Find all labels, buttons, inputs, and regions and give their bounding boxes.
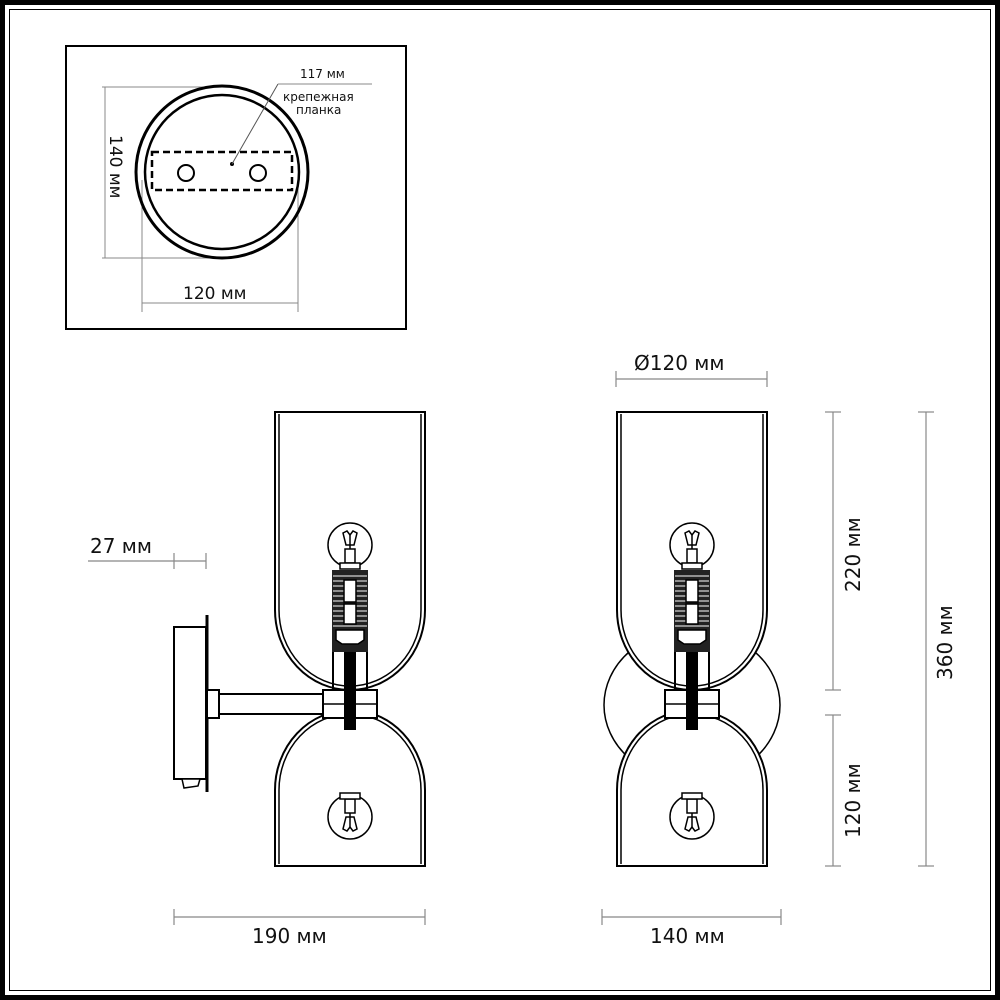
- front-width-label: 140 мм: [650, 924, 725, 948]
- bracket-caption-line2: планка: [296, 103, 341, 117]
- plate-width-label: 120 мм: [183, 284, 247, 304]
- inner-frame: [9, 9, 991, 991]
- front-view: Ø120 мм 140 мм 220 мм 120 мм: [601, 351, 957, 948]
- plate-height-label: 140 мм: [105, 135, 125, 199]
- upper-height-label: 220 мм: [841, 517, 865, 592]
- diameter-label: Ø120 мм: [634, 351, 724, 375]
- depth-label: 27 мм: [90, 534, 152, 558]
- bracket-caption-line1: крепежная: [283, 90, 354, 104]
- side-width-label: 190 мм: [252, 924, 327, 948]
- bracket-length-label: 117 мм: [300, 67, 345, 81]
- lower-height-label: 120 мм: [841, 763, 865, 838]
- side-view: 27 мм 190 мм: [88, 411, 426, 948]
- total-height-label: 360 мм: [933, 605, 957, 680]
- mount-plate-view: 117 мм крепежная планка 140 мм 120 мм: [65, 45, 407, 330]
